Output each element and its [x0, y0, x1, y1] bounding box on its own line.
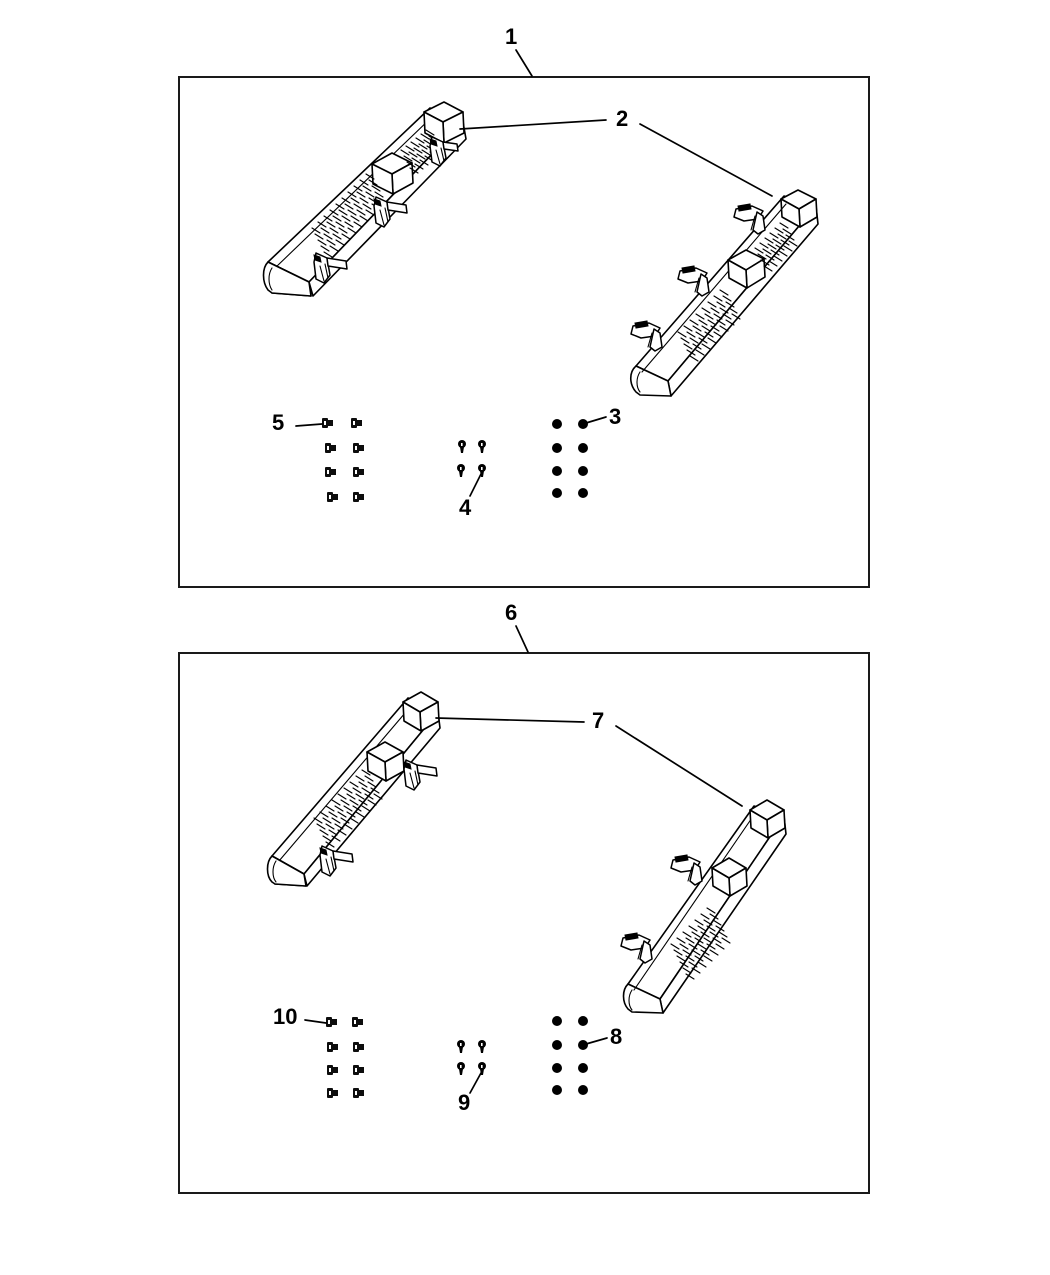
running-board-left-1	[262, 101, 467, 297]
hex-bolt-icon	[325, 467, 336, 477]
running-board-left-2	[266, 691, 441, 887]
nut-icon	[578, 419, 588, 429]
hex-bolt-icon	[325, 443, 336, 453]
callout-6: 6	[505, 600, 518, 625]
leader-callout-1	[515, 49, 533, 77]
mounting-bracket	[319, 845, 354, 877]
screw-icon	[478, 464, 486, 477]
callout-9: 9	[458, 1090, 471, 1115]
nut-icon	[578, 488, 588, 498]
hex-bolt-icon	[351, 418, 362, 428]
callout-10: 10	[273, 1004, 298, 1029]
screw-icon	[457, 1040, 465, 1053]
callout-1: 1	[505, 24, 518, 49]
hardware-group-5	[295, 418, 364, 502]
nut-icon	[552, 1063, 562, 1073]
leader-callout-10	[304, 1019, 327, 1024]
tread-texture-5	[313, 769, 383, 848]
nut-icon	[578, 1040, 588, 1050]
hex-bolt-icon	[353, 443, 364, 453]
panel-1-frame	[178, 76, 870, 588]
nut-icon	[552, 1040, 562, 1050]
mounting-bracket	[429, 136, 459, 167]
tread-texture-6	[670, 907, 731, 980]
hex-bolt-icon	[327, 492, 338, 502]
leader-callout-7-left	[435, 717, 585, 723]
hex-bolt-icon	[353, 1088, 364, 1098]
nut-icon	[552, 419, 562, 429]
hex-bolt-icon	[353, 492, 364, 502]
mounting-bracket	[313, 252, 348, 284]
hex-bolt-icon	[353, 1065, 364, 1075]
tread-texture-2	[311, 173, 387, 258]
leader-callout-2-right	[639, 123, 773, 197]
mounting-bracket	[733, 203, 766, 235]
screw-icon	[478, 1040, 486, 1053]
callout-7: 7	[592, 708, 605, 733]
leader-callout-3	[585, 416, 607, 424]
nut-icon	[578, 1063, 588, 1073]
nut-icon	[552, 1085, 562, 1095]
hex-bolt-icon	[322, 418, 333, 428]
hardware-group-8	[552, 1016, 608, 1095]
mounting-bracket	[670, 854, 703, 886]
hex-bolt-icon	[326, 1017, 337, 1027]
tread-texture-4	[677, 289, 741, 362]
leader-callout-8	[585, 1037, 608, 1045]
mounting-bracket	[630, 320, 663, 352]
hex-bolt-icon	[353, 1042, 364, 1052]
mounting-bracket	[620, 932, 653, 964]
callout-5: 5	[272, 410, 285, 435]
running-board-right-2	[620, 799, 787, 1014]
screw-icon	[457, 1062, 465, 1075]
leader-callout-9	[469, 1072, 482, 1094]
running-board-right-1	[629, 189, 819, 397]
screw-icon	[457, 464, 465, 477]
nut-icon	[552, 1016, 562, 1026]
nut-icon	[578, 466, 588, 476]
nut-icon	[578, 1016, 588, 1026]
screw-icon	[458, 440, 466, 453]
hardware-group-9	[457, 1040, 486, 1094]
tread-texture-3	[754, 222, 798, 272]
callout-2: 2	[616, 106, 629, 131]
mounting-bracket	[403, 759, 438, 791]
mounting-bracket	[677, 265, 710, 297]
hex-bolt-icon	[327, 1088, 338, 1098]
hex-bolt-icon	[352, 1017, 363, 1027]
nut-icon	[552, 488, 562, 498]
hardware-group-3	[552, 416, 607, 498]
callout-8: 8	[610, 1024, 623, 1049]
leader-callout-6	[515, 625, 529, 653]
hardware-group-10	[304, 1017, 364, 1098]
callout-4: 4	[459, 495, 472, 520]
leader-callout-7-right	[615, 725, 743, 807]
hex-bolt-icon	[327, 1042, 338, 1052]
panel-2-frame	[178, 652, 870, 1194]
hex-bolt-icon	[353, 467, 364, 477]
mounting-bracket	[373, 196, 408, 228]
screw-icon	[478, 440, 486, 453]
hex-bolt-icon	[327, 1065, 338, 1075]
screw-icon	[478, 1062, 486, 1075]
callout-3: 3	[609, 404, 622, 429]
leader-callout-5	[295, 423, 323, 427]
nut-icon	[552, 443, 562, 453]
leader-callout-2-left	[459, 119, 607, 130]
nut-icon	[552, 466, 562, 476]
hardware-group-4	[457, 440, 486, 497]
leader-callout-4	[469, 473, 482, 497]
nut-icon	[578, 443, 588, 453]
nut-icon	[578, 1085, 588, 1095]
